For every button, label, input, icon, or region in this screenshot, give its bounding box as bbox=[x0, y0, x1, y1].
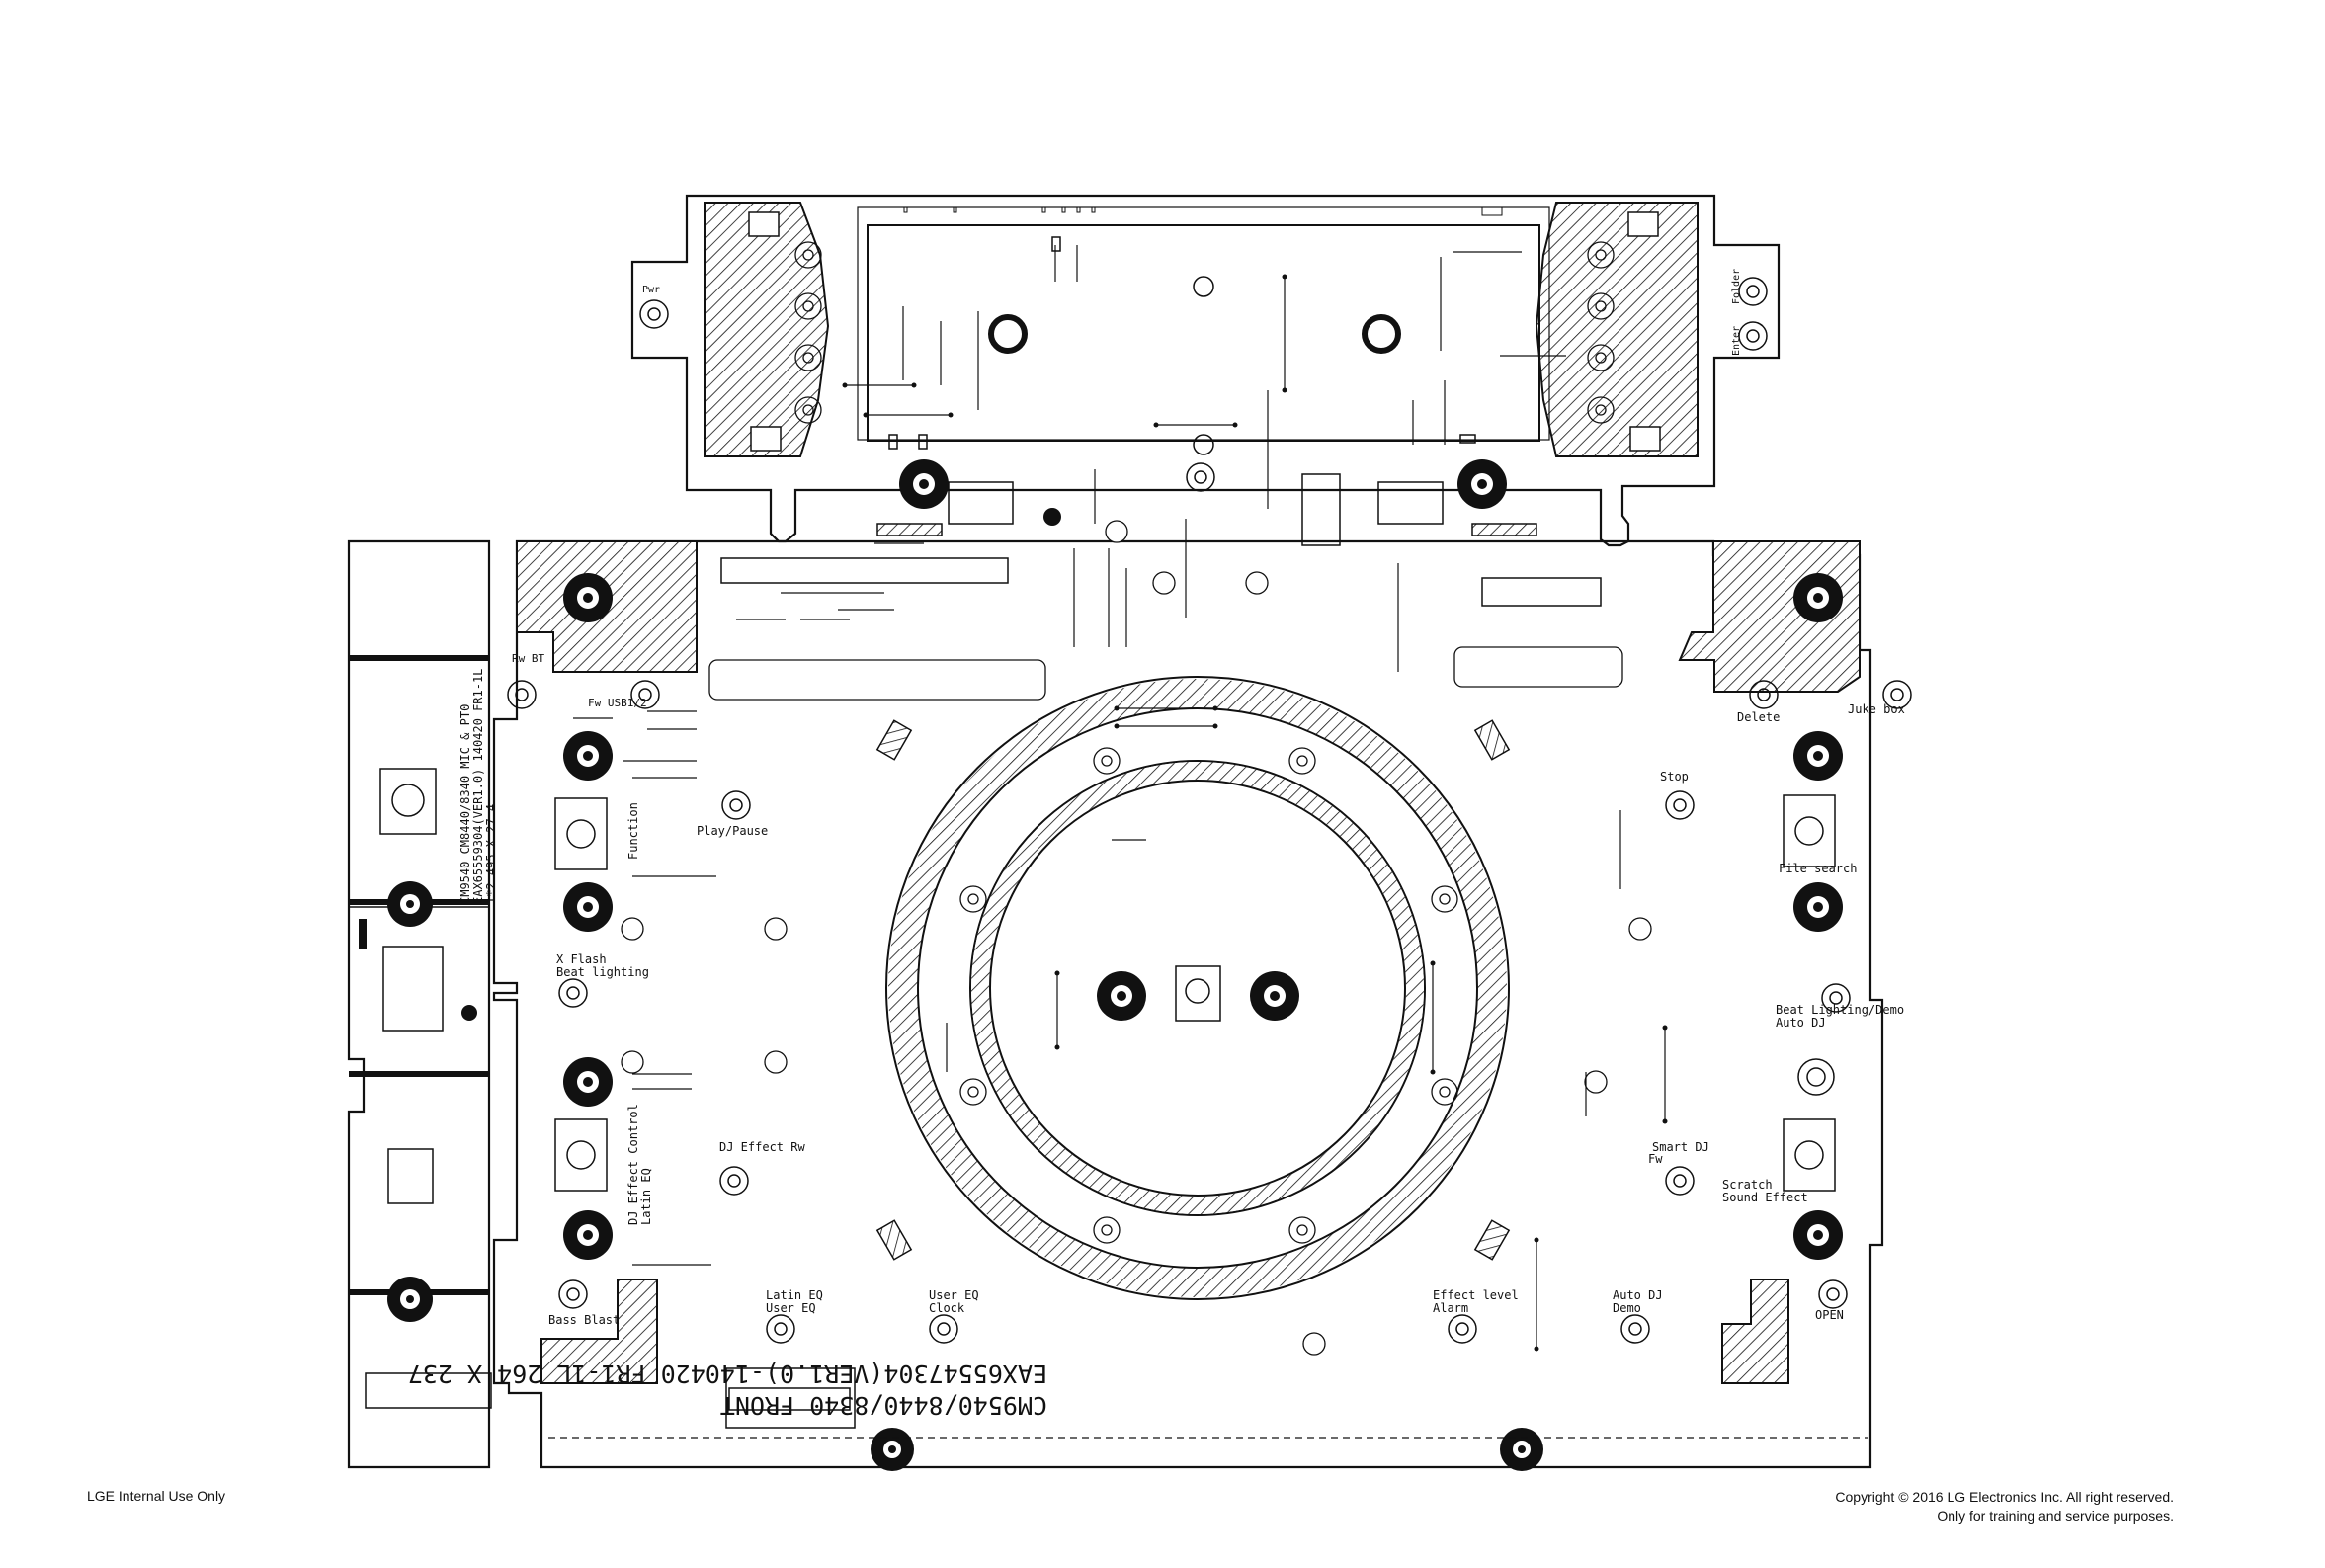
label-enter: Enter bbox=[1731, 326, 1742, 356]
label-folder: Folder bbox=[1731, 269, 1742, 304]
hatch-display-left bbox=[704, 202, 830, 457]
display-window bbox=[867, 224, 1540, 442]
label-file-search: File search bbox=[1779, 862, 1857, 875]
label-stop: Stop bbox=[1660, 770, 1689, 784]
label-clock: Clock bbox=[929, 1301, 965, 1315]
board-title-line1: CM9540/8440/8340 FRONT bbox=[720, 1391, 1047, 1420]
hatch-display-right bbox=[1535, 202, 1699, 457]
turntable-inner-ring bbox=[969, 760, 1426, 1216]
rotary-encoders bbox=[379, 768, 1836, 1204]
side-title-1: CM9540 CM8440/8340 MIC & PT0 bbox=[458, 704, 472, 904]
side-title-2: EAX65559304(VER1.0) 140420 FR1-1L bbox=[471, 669, 485, 904]
label-dj-effect-rw: DJ Effect Rw bbox=[719, 1140, 805, 1154]
label-latin-eq-side: Latin EQ bbox=[639, 1168, 653, 1225]
label-open: OPEN bbox=[1815, 1308, 1844, 1322]
label-beat-lighting: Beat lighting bbox=[556, 965, 649, 979]
connectors bbox=[365, 236, 1602, 1429]
label-user-eq-1: User EQ bbox=[766, 1301, 816, 1315]
label-pwr: Pwr bbox=[642, 285, 660, 295]
label-bass-blast: Bass Blast bbox=[548, 1313, 620, 1327]
board-labels: CM9540/8440/8340 FRONT EAX65547304(VER1.… bbox=[408, 269, 1905, 1420]
label-rw-bt: Rw BT bbox=[512, 652, 544, 665]
label-effect-level: Effect level bbox=[1433, 1288, 1519, 1302]
label-demo: Demo bbox=[1613, 1301, 1641, 1315]
label-dj-effect-control: DJ Effect Control bbox=[626, 1104, 640, 1225]
board-title-line2: EAX65547304(VER1.0)-140420 FR1-1L 264 X … bbox=[408, 1360, 1047, 1388]
label-auto-dj: Auto DJ bbox=[1613, 1288, 1663, 1302]
copyright-notice: Copyright © 2016 LG Electronics Inc. All… bbox=[1835, 1488, 2174, 1526]
label-fw: Fw bbox=[1648, 1152, 1663, 1166]
purpose-line: Only for training and service purposes. bbox=[1937, 1508, 2174, 1524]
label-x-flash: X Flash bbox=[556, 952, 607, 966]
label-play-pause: Play/Pause bbox=[697, 824, 768, 838]
label-auto-dj-2: Auto DJ bbox=[1776, 1016, 1826, 1030]
mounting-holes bbox=[387, 459, 1843, 1471]
turntable-outer-ring bbox=[885, 676, 1510, 1300]
label-latin-eq: Latin EQ bbox=[766, 1288, 823, 1302]
jumper-wires bbox=[573, 245, 1666, 1349]
label-scratch: Scratch bbox=[1722, 1178, 1773, 1192]
tact-switches bbox=[507, 276, 1912, 1344]
copyright-line: Copyright © 2016 LG Electronics Inc. All… bbox=[1835, 1489, 2174, 1505]
label-user-eq-2: User EQ bbox=[929, 1288, 979, 1302]
internal-use-notice: LGE Internal Use Only bbox=[87, 1488, 226, 1504]
label-alarm: Alarm bbox=[1433, 1301, 1468, 1315]
main-board-outline bbox=[492, 539, 1884, 1469]
side-title-3: 1*2.495 X 27.4 bbox=[484, 804, 498, 904]
center-encoder bbox=[1175, 965, 1221, 1022]
hatch-main-bottom-right bbox=[1721, 1279, 1789, 1384]
label-sound-effect: Sound Effect bbox=[1722, 1191, 1808, 1204]
leds bbox=[794, 241, 1615, 1244]
label-smart-dj: Smart DJ bbox=[1652, 1140, 1709, 1154]
label-beat-lighting-demo: Beat Lighting/Demo bbox=[1776, 1003, 1904, 1017]
label-delete: Delete bbox=[1737, 710, 1780, 724]
label-fw-usb: Fw USB1/2 bbox=[588, 697, 647, 709]
label-function: Function bbox=[626, 802, 640, 860]
display-board-outline bbox=[630, 194, 1781, 547]
hatch-main-bottom-left bbox=[540, 1279, 658, 1384]
mic-board-outline bbox=[347, 539, 491, 1469]
label-juke-box: Juke box bbox=[1848, 702, 1905, 716]
